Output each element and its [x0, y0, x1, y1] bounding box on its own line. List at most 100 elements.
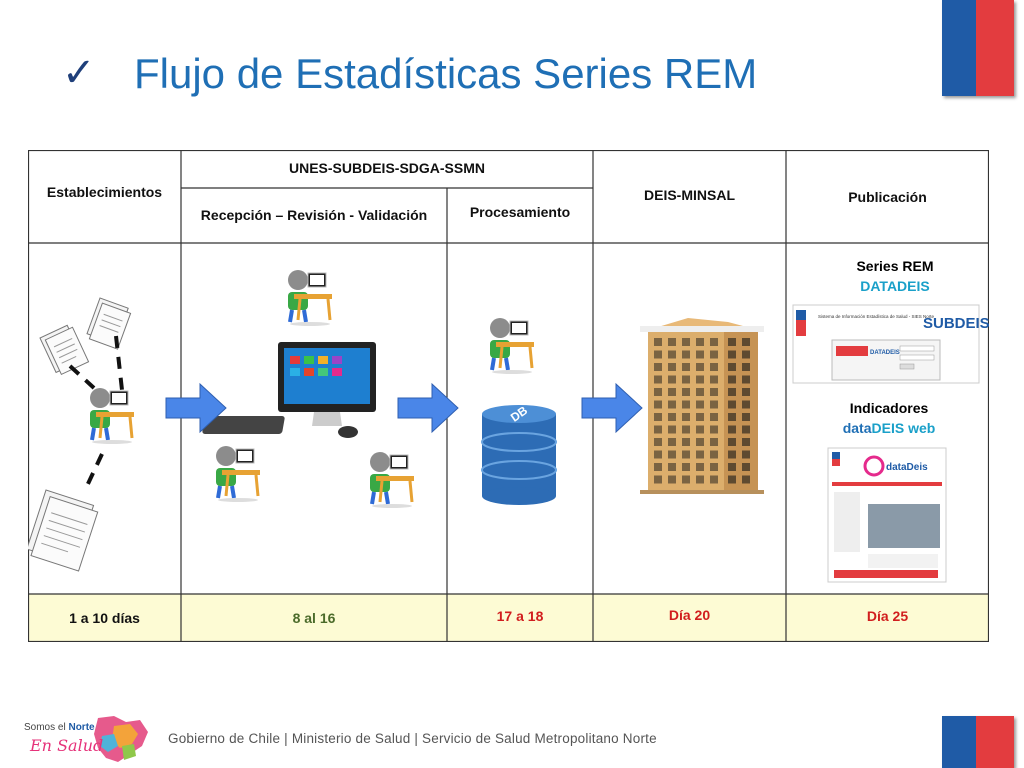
building-window	[728, 450, 736, 459]
person-icon	[488, 316, 536, 376]
building-window	[742, 363, 750, 371]
building-window	[710, 475, 718, 484]
arrow-icon	[397, 382, 459, 434]
arrow-icon	[581, 382, 643, 434]
building-window	[696, 388, 704, 396]
building-window	[654, 388, 662, 396]
building-window	[710, 438, 718, 446]
logo-line1b: Norte	[68, 722, 95, 733]
building-window	[710, 463, 718, 471]
logo-line1a: Somos el	[24, 722, 69, 733]
building-window	[654, 363, 662, 371]
building-window	[728, 375, 736, 384]
building-window	[682, 463, 690, 471]
building-window	[710, 413, 718, 421]
building-window	[668, 475, 676, 484]
building-window	[696, 425, 704, 434]
building-window	[654, 350, 662, 359]
datadeis-web-logo-text: dataDeis	[886, 462, 928, 473]
building-window	[742, 438, 750, 446]
database-icon: DB	[481, 403, 557, 505]
building-window	[654, 475, 662, 484]
building-window	[696, 350, 704, 359]
building-window	[710, 363, 718, 371]
subdeis-logo-text: SUBDEIS	[923, 315, 989, 332]
days-recepcion: 8 al 16	[292, 610, 336, 626]
building-window	[742, 450, 750, 459]
building-window	[682, 363, 690, 371]
header-publicacion: Publicación	[848, 189, 927, 205]
building-window	[728, 400, 736, 409]
building-icon	[640, 318, 764, 494]
days-establecimientos: 1 a 10 días	[69, 610, 140, 626]
chile-flag-top	[942, 0, 1014, 96]
building-window	[654, 425, 662, 434]
building-window	[668, 425, 676, 434]
building-window	[742, 413, 750, 421]
subdeis-screenshot: Sistema de Información Estadística de Sa…	[792, 304, 989, 384]
building-window	[728, 363, 736, 371]
building-window	[742, 338, 750, 346]
building-window	[710, 338, 718, 346]
footer-text: Gobierno de Chile | Ministerio de Salud …	[168, 731, 657, 746]
building-window	[668, 350, 676, 359]
days-deis: Día 20	[668, 607, 711, 623]
building-window	[682, 450, 690, 459]
building-window	[668, 338, 676, 346]
building-window	[696, 375, 704, 384]
building-window	[742, 425, 750, 434]
logo-shape-icon	[94, 716, 148, 762]
datadeis-web-screenshot: dataDeis	[827, 447, 947, 583]
chile-flag-bottom	[942, 716, 1014, 768]
building-window	[696, 463, 704, 471]
arrow-icon	[165, 382, 227, 434]
days-procesamiento: 17 a 18	[496, 608, 544, 624]
flow-diagram: DB Sistema de Información Estadística de…	[28, 150, 989, 642]
building-window	[728, 425, 736, 434]
subdeis-caption: Sistema de Información Estadística de Sa…	[818, 314, 935, 319]
checkmark-icon: ✓	[62, 50, 96, 96]
building-window	[668, 413, 676, 421]
building-window	[682, 375, 690, 384]
building-window	[668, 450, 676, 459]
logo-line1: Somos el Norte	[24, 722, 95, 733]
building-window	[668, 463, 676, 471]
building-window	[742, 400, 750, 409]
building-window	[742, 388, 750, 396]
dashed-connectors	[68, 335, 124, 489]
building-window	[728, 475, 736, 484]
datadeis-web-label-b: DEIS web	[871, 420, 936, 436]
building-window	[696, 400, 704, 409]
building-window	[682, 388, 690, 396]
building-window	[696, 413, 704, 421]
person-icon	[214, 444, 262, 504]
building-window	[728, 438, 736, 446]
building-window	[654, 463, 662, 471]
header-procesamiento: Procesamiento	[469, 204, 571, 220]
building-window	[654, 438, 662, 446]
somos-el-norte-logo: Somos el Norte En Salud	[22, 712, 152, 766]
building-window	[654, 400, 662, 409]
person-icon	[286, 268, 334, 328]
datadeis-label: DATADEIS	[860, 278, 930, 294]
days-row-bg	[28, 594, 989, 642]
building-window	[668, 438, 676, 446]
datadeis-logo-text: DATADEIS	[870, 350, 900, 356]
building-window	[742, 375, 750, 384]
datadeis-web-label-a: data	[842, 420, 872, 436]
page-title: Flujo de Estadísticas Series REM	[134, 50, 758, 97]
building-window	[728, 388, 736, 396]
building-window	[710, 450, 718, 459]
building-window	[696, 338, 704, 346]
building-window	[682, 425, 690, 434]
building-window	[710, 388, 718, 396]
building-window	[654, 338, 662, 346]
building-window	[710, 350, 718, 359]
building-window	[682, 438, 690, 446]
building-window	[742, 475, 750, 484]
building-window	[710, 425, 718, 434]
building-window	[654, 413, 662, 421]
building-window	[742, 350, 750, 359]
header-establecimientos: Establecimientos	[46, 184, 163, 200]
building-window	[696, 438, 704, 446]
